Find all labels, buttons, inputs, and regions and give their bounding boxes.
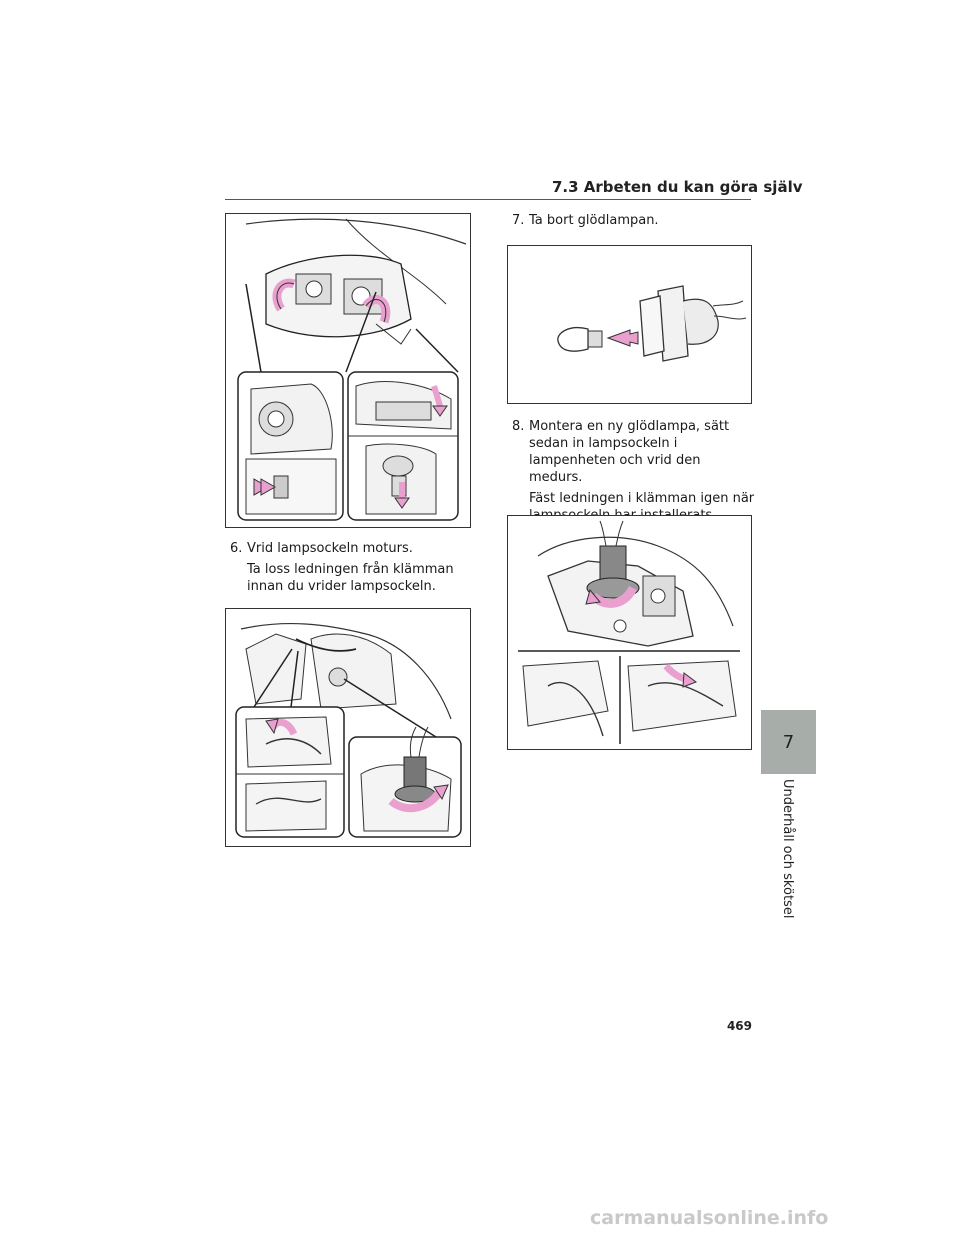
chapter-label: Underhåll och skötsel — [779, 779, 797, 929]
figure-turn-socket-ccw — [225, 608, 471, 847]
step-7: 7. Ta bort glödlampan. — [512, 212, 752, 229]
page-number: 469 — [726, 1019, 752, 1033]
chapter-number: 7 — [782, 732, 795, 753]
chapter-tab — [761, 710, 816, 774]
step-6: 6. Vrid lampsockeln moturs. Ta loss ledn… — [230, 540, 468, 595]
figure-install-socket-cw — [507, 515, 752, 750]
step-number: 7. — [512, 213, 525, 228]
figure-remove-bulb — [507, 245, 752, 404]
step-instruction: Montera en ny glödlampa, sätt sedan in l… — [529, 419, 730, 485]
step-number: 6. — [230, 541, 243, 556]
section-title: 7.3 Arbeten du kan göra själv — [552, 178, 803, 196]
step-instruction: Ta bort glödlampan. — [529, 213, 659, 228]
figure-remove-connector — [225, 213, 471, 528]
step-8: 8. Montera en ny glödlampa, sätt sedan i… — [512, 418, 757, 524]
header-divider — [225, 199, 751, 200]
step-instruction: Vrid lampsockeln moturs. — [247, 541, 413, 556]
chapter-label-text: Underhåll och skötsel — [780, 779, 795, 919]
step-number: 8. — [512, 419, 525, 434]
watermark: carmanualsonline.info — [590, 1207, 829, 1229]
step-note: Ta loss ledningen från klämman innan du … — [247, 562, 454, 594]
